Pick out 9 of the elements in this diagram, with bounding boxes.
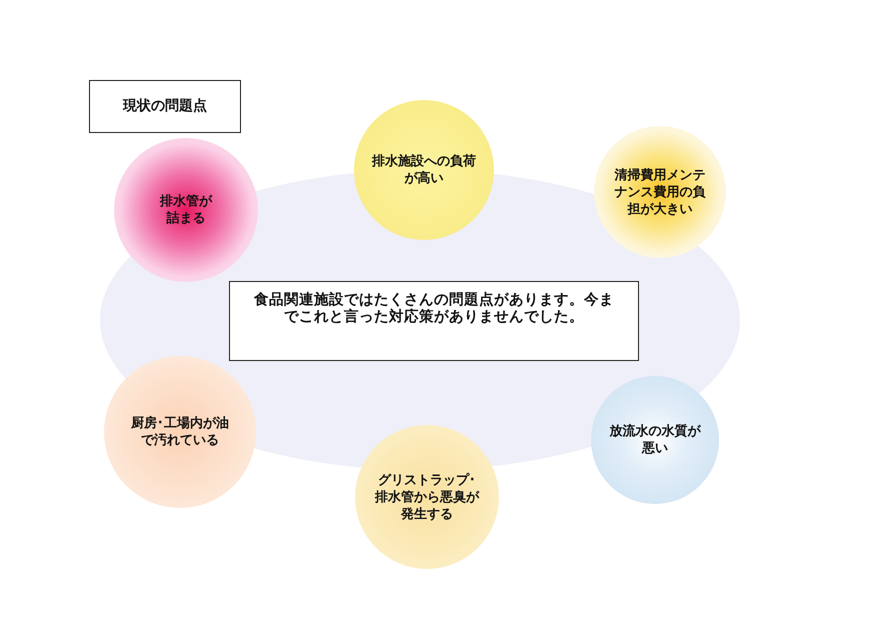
problem-text: 清掃費用メンテナンス費用の負担が大きい	[614, 166, 706, 218]
title-text: 現状の問題点	[123, 98, 207, 115]
problem-text: 排水施設への負荷が高い	[370, 153, 477, 187]
summary-text: 食品関連施設ではたくさんの問題点があります。今までこれと言った対応策がありませんでした。	[254, 292, 614, 326]
problem-text: 排水管が詰まる	[158, 193, 214, 227]
summary-box	[229, 281, 639, 361]
problem-text: 放流水の水質が悪い	[608, 423, 702, 457]
problem-text: 厨房･工場内が油で汚れている	[130, 415, 230, 449]
problem-text: グリストラップ･排水管から悪臭が発生する	[375, 472, 479, 522]
